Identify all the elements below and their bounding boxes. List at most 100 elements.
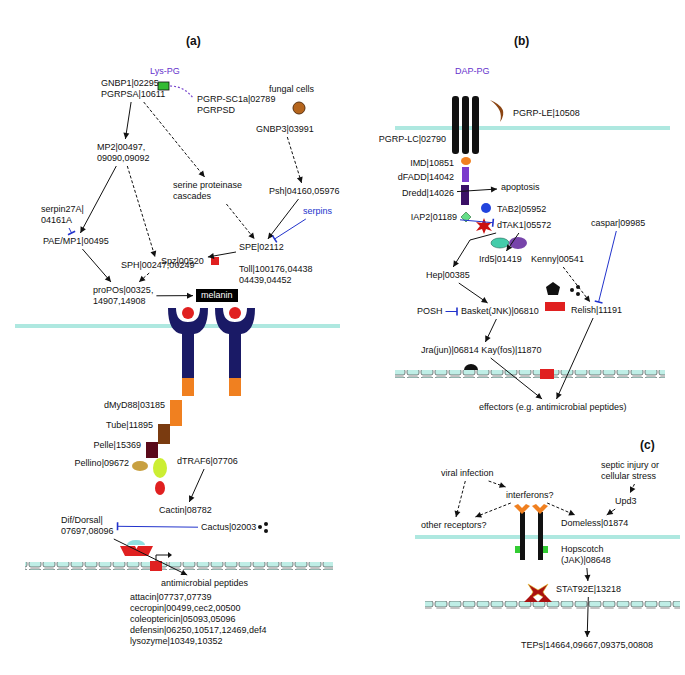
connector-line: [287, 137, 301, 183]
connector-line: [599, 231, 617, 302]
protein-label: dFADD|14042: [397, 172, 455, 183]
node-text: serpins: [303, 206, 332, 217]
node-text: Dif/Dorsal| 07697,08096: [61, 515, 114, 537]
node-text: apoptosis: [501, 182, 540, 193]
node-text: Hopscotch (JAK)|08648: [561, 544, 611, 566]
connector-line: [485, 319, 496, 342]
node-text: PAE/MP1|00495: [43, 236, 109, 247]
dna: [425, 601, 680, 609]
ird5-shape: [491, 238, 509, 248]
node-text: dFADD|14042: [398, 172, 454, 183]
protein-label: MP2|00497, 09090,09092: [96, 142, 151, 164]
protein-label: Upd3: [614, 496, 638, 507]
inhibition-connector: [595, 231, 617, 303]
arrowhead: [630, 486, 635, 493]
connector-line: [607, 509, 616, 515]
arrowhead: [475, 512, 482, 518]
arrow-connector: [144, 102, 205, 177]
inhibition-connector: [446, 308, 458, 316]
node-text: interferons?: [506, 490, 554, 501]
membrane: [415, 535, 680, 539]
arrow-connector: [127, 166, 156, 257]
protein-label: Cactin|08782: [158, 505, 213, 516]
node-text: Upd3: [615, 496, 637, 507]
protein-label: Ird5|01419: [478, 254, 523, 265]
arrow-connector: [189, 469, 204, 502]
tube-shape: [158, 424, 170, 444]
protein-label: fungal cells: [268, 84, 315, 95]
arrow-connector: [563, 267, 590, 302]
arrow-connector: [287, 137, 302, 183]
arrow-connector: [226, 204, 254, 239]
node-text: Relish|11191: [571, 305, 622, 316]
arrowhead: [180, 570, 187, 575]
protein-label: Dif/Dorsal| 07697,08096: [60, 515, 115, 537]
arrow-connector: [455, 481, 466, 517]
arrowhead: [248, 232, 254, 239]
dredd-shape: [461, 185, 469, 205]
arrow-connector: [156, 293, 193, 299]
arrow-connector: [123, 102, 131, 139]
arrowhead: [199, 170, 205, 177]
connector-line: [475, 503, 511, 517]
annotation: coleoptericin|05093,05096: [130, 614, 235, 625]
inhibition-bar: [68, 231, 75, 235]
connector-line: [127, 166, 155, 257]
connector-line: [69, 228, 72, 233]
node-text: POSH: [417, 306, 443, 317]
binding-line: [170, 86, 193, 98]
arrow-connector: [556, 318, 593, 399]
arrow-connector: [208, 252, 236, 259]
node-text: effectors (e.g. antimicrobial peptides): [479, 402, 626, 413]
protein-label: PGRP-LE|10508: [512, 108, 581, 119]
protein-label: STAT92E|13218: [555, 584, 622, 595]
product-box: melanin: [196, 289, 238, 302]
node-text: Hep|00385: [426, 270, 470, 281]
protein-label: GNBP1|02295PGRPSA|10611: [100, 78, 166, 100]
node-text: dTRAF6|07706: [177, 456, 238, 467]
protein-label: apoptosis: [500, 182, 541, 193]
protein-label: Hep|00385: [425, 270, 471, 281]
node-text: Domeless|01874: [561, 518, 628, 529]
connector-line: [491, 358, 542, 399]
myd88-shape: [170, 400, 182, 426]
tab2-shape: [481, 203, 491, 213]
fungal-cell: [293, 102, 305, 114]
annotation: attacin|07737,07739: [130, 592, 211, 603]
arrow-connector: [114, 539, 187, 575]
node-text: PGRP-SC1a|02789: [197, 94, 275, 105]
gene: [540, 369, 554, 379]
inhibition-bar: [117, 522, 119, 530]
arrowhead: [485, 335, 490, 342]
node-text: Pelle|15369: [94, 440, 141, 451]
arrowhead: [80, 226, 85, 233]
protein-label: Relish|11191: [570, 305, 623, 316]
node-text: MP2|00497, 09090,09092: [97, 142, 150, 164]
arrowhead: [491, 186, 497, 192]
node-text: Cactus|02003: [201, 522, 256, 533]
node-text: melanin: [201, 290, 233, 301]
inhibition-bar: [456, 308, 458, 316]
arrowhead: [150, 250, 156, 257]
arrowhead: [499, 482, 506, 488]
annotation: defensin|06250,10517,12469,def4: [130, 625, 266, 636]
arrow-connector: [459, 283, 488, 303]
fadd-shape: [462, 167, 469, 182]
arrow-connector: [607, 509, 616, 515]
node-text: Ird5|01419: [479, 254, 522, 265]
node-text: septic injury or cellular stress: [601, 460, 681, 482]
connector-line: [563, 267, 590, 302]
node-text: PGRPSA|10611: [101, 89, 165, 100]
imd-shape: [461, 157, 471, 165]
node-text: Jra(jun)|06814 Kay(fos)|11870: [421, 345, 542, 356]
arrow-connector: [457, 186, 497, 192]
node-text: caspar|09985: [591, 218, 645, 229]
arrow-connector: [485, 319, 496, 342]
node-text: SPE|02112: [239, 242, 284, 253]
arrow-connector: [630, 484, 635, 493]
protein-label: GNBP3|03991: [255, 124, 315, 135]
connector-line: [630, 484, 635, 493]
protein-label: POSH: [416, 306, 444, 317]
